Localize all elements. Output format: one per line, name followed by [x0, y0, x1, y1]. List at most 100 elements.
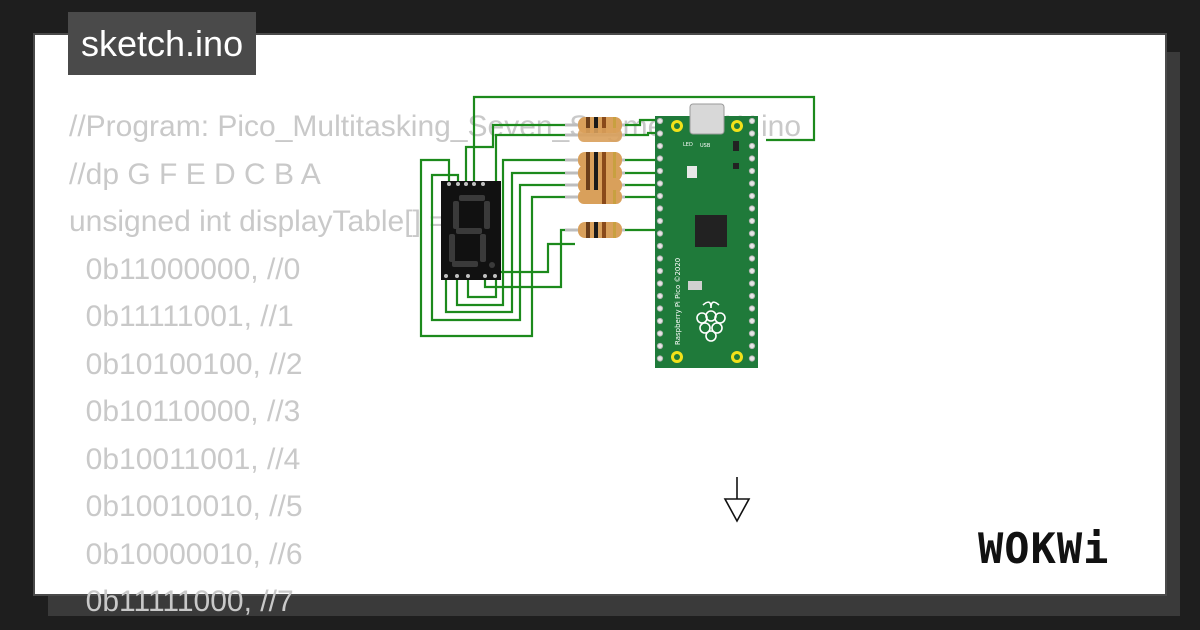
pico-pin: [748, 117, 756, 125]
resistor[interactable]: [565, 128, 625, 142]
pico-pin: [748, 192, 756, 200]
pico-pin: [748, 130, 756, 137]
board-name-label: Raspberry Pi Pico ©2020: [674, 258, 682, 345]
usb-port: [689, 103, 725, 135]
pin: [466, 274, 470, 278]
pico-pin: [748, 330, 756, 337]
pico-pin: [748, 355, 756, 362]
wire: [466, 133, 575, 299]
code-line: 0b11000000, //0: [69, 252, 301, 286]
wire: [623, 131, 660, 137]
wire: [472, 95, 816, 182]
rp2040-chip: [695, 215, 727, 247]
code-line: 0b10011001, //4: [69, 442, 301, 476]
pico-pin: [656, 192, 664, 200]
pico-pin: [656, 130, 664, 137]
pico-pin: [656, 317, 664, 325]
resistors: [565, 117, 625, 238]
pico-pin: [748, 142, 756, 150]
pico-pin: [656, 267, 664, 275]
pin: [444, 274, 448, 278]
pico-pin: [748, 230, 756, 237]
wire: [455, 158, 575, 307]
pin: [472, 182, 476, 186]
resistor[interactable]: [565, 152, 625, 168]
pico-pin: [656, 342, 664, 350]
code-line: 0b11111000, //7: [69, 585, 294, 618]
resistor[interactable]: [565, 190, 625, 204]
usb-label: USB: [700, 143, 711, 149]
resistor[interactable]: [565, 222, 625, 238]
pico-pin: [656, 230, 664, 237]
code-line: //dp G F E D C B A: [69, 157, 321, 191]
pico-pins: [656, 117, 756, 362]
ground-icon: [723, 477, 751, 523]
resistor[interactable]: [565, 165, 625, 181]
wire: [623, 118, 660, 127]
pico-pin: [748, 292, 756, 300]
pico-pin: [748, 255, 756, 262]
pico-pin: [656, 280, 664, 287]
pico-pin: [748, 180, 756, 187]
pico-pin: [656, 292, 664, 300]
resistor[interactable]: [565, 178, 625, 193]
raspberry-pi-pico[interactable]: USB LED Raspberry Pi Pico ©2020: [655, 103, 758, 368]
pin: [493, 274, 497, 278]
wokwi-logo: WOKWi: [978, 524, 1110, 573]
segment-f: [453, 201, 459, 229]
wires: [419, 95, 816, 338]
wire: [430, 173, 575, 322]
seven-segment-display[interactable]: [441, 181, 501, 280]
segments: [449, 195, 495, 268]
pin: [456, 182, 460, 186]
segment-e: [449, 234, 455, 262]
wire: [444, 171, 575, 314]
code-line: 0b10110000, //3: [69, 395, 301, 428]
pico-pin: [656, 305, 664, 312]
segment-a: [459, 195, 485, 201]
file-tab[interactable]: sketch.ino: [68, 12, 257, 75]
code-line: 0b11111001, //1: [69, 300, 294, 333]
segment-dp: [489, 262, 495, 268]
pico-pin: [748, 342, 756, 350]
pico-pin: [748, 280, 756, 287]
pin: [455, 274, 459, 278]
pico-pin: [656, 167, 664, 175]
pico-pin: [656, 180, 664, 187]
pico-pin: [656, 330, 664, 337]
segment-g: [456, 228, 482, 234]
pin: [447, 182, 451, 186]
pico-pin: [656, 255, 664, 262]
pico-pin: [656, 155, 664, 162]
pin: [464, 182, 468, 186]
code-line: 0b10010010, //5: [69, 490, 303, 523]
pico-pin: [656, 142, 664, 150]
code-line: 0b10000010, //6: [69, 537, 303, 571]
pico-pin: [748, 167, 756, 175]
wire: [495, 242, 575, 274]
led-label: LED: [683, 142, 693, 148]
code-line: 0b10100100, //2: [69, 347, 303, 381]
pico-pin: [656, 205, 664, 212]
pico-pin: [748, 155, 756, 162]
pico-pin: [748, 205, 756, 212]
pico-pin: [748, 242, 756, 250]
pico-pin: [748, 305, 756, 312]
debug-connector: [688, 281, 702, 290]
display-pins: [444, 182, 497, 278]
raspberry-logo-icon: [696, 301, 726, 342]
pico-pin: [656, 242, 664, 250]
pin: [483, 274, 487, 278]
segment-c: [480, 234, 486, 262]
wire: [464, 123, 565, 182]
pin: [481, 182, 485, 186]
pico-pin: [748, 267, 756, 275]
segment-d: [452, 261, 478, 267]
bootsel-button: [687, 166, 697, 178]
wire: [419, 158, 575, 338]
segment-b: [484, 201, 490, 229]
pico-pin: [748, 317, 756, 325]
pico-pin: [748, 217, 756, 225]
pico-pin: [656, 117, 664, 125]
